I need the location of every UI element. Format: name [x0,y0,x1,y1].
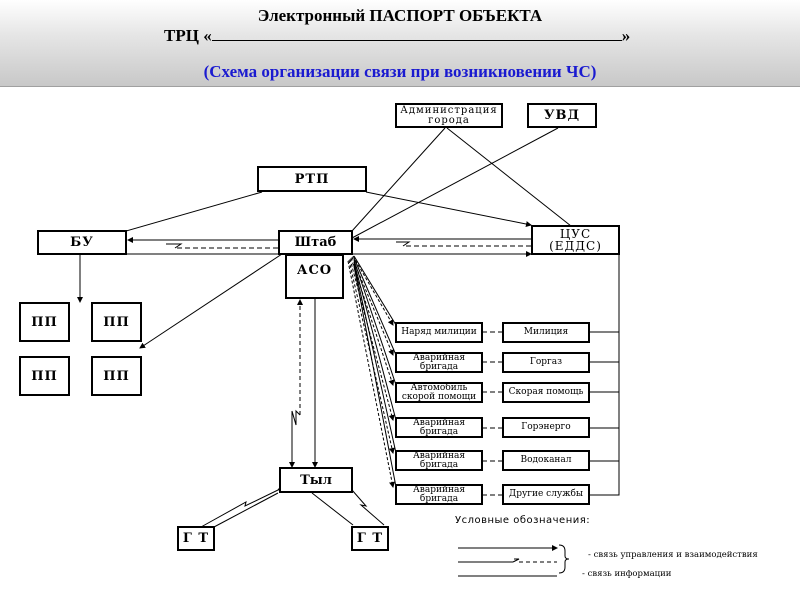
unit-box: Аварийная бригада [395,484,483,505]
node-bu: БУ [37,230,127,255]
unit-box: Аварийная бригада [395,352,483,373]
page-title: Электронный ПАСПОРТ ОБЪЕКТА [257,6,543,25]
line-admin-shtab [351,127,446,232]
unit-box: Аварийная бригада [395,450,483,471]
service-box: Горэнерго [502,417,590,438]
legend-title: Условные обозначения: [455,515,591,526]
node-rtp: РТП [257,166,367,192]
unit-box: Автомобиль скорой помощи [395,382,483,403]
service-box: Другие службы [502,484,590,505]
node-pp: ПП [91,302,142,342]
service-box: Горгаз [502,352,590,373]
service-box: Водоканал [502,450,590,471]
node-aso: АСО [285,254,344,299]
page-subtitle: (Схема организации связи при возникновен… [203,62,597,81]
node-gt: Г Т [351,526,389,551]
trc-name-blank [211,26,622,41]
node-cus: ЦУС (ЕДДС) [531,225,620,255]
unit-box: Наряд милиции [395,322,483,343]
zigzag-bu [166,243,183,249]
node-admin: Администрация города [395,103,503,128]
line-rtp-cus [365,191,532,227]
zigzag-cus [396,241,411,247]
service-box: Милиция [502,322,590,343]
trc-name-line: ТРЦ « » [164,26,630,46]
trc-prefix: ТРЦ « [164,26,212,45]
cus-bus [590,254,620,496]
unit-box: Аварийная бригада [395,417,483,438]
node-pp: ПП [91,356,142,396]
node-tyl: Тыл [279,467,353,493]
line-rtp-bu [125,191,263,232]
node-pp: ПП [19,302,70,342]
shtab-fan-solid [353,255,397,488]
line-admin-cus [446,127,572,227]
legend-brace [558,544,570,574]
node-pp: ПП [19,356,70,396]
trc-suffix: » [621,26,631,45]
zigzag-tyl [289,409,301,468]
node-shtab: Штаб [278,230,353,255]
service-box: Скорая помощь [502,382,590,403]
legend-control-label: - связь управления и взаимодействия [588,550,758,560]
legend-info-label: - связь информации [582,569,672,579]
line-uvd-shtab [351,127,559,239]
node-gt: Г Т [177,526,215,551]
node-uvd: УВД [527,103,597,128]
line-shtab-pp [139,253,283,349]
slide-header: Электронный ПАСПОРТ ОБЪЕКТА ТРЦ « » (Схем… [0,0,800,87]
shtab-fan [347,255,395,488]
